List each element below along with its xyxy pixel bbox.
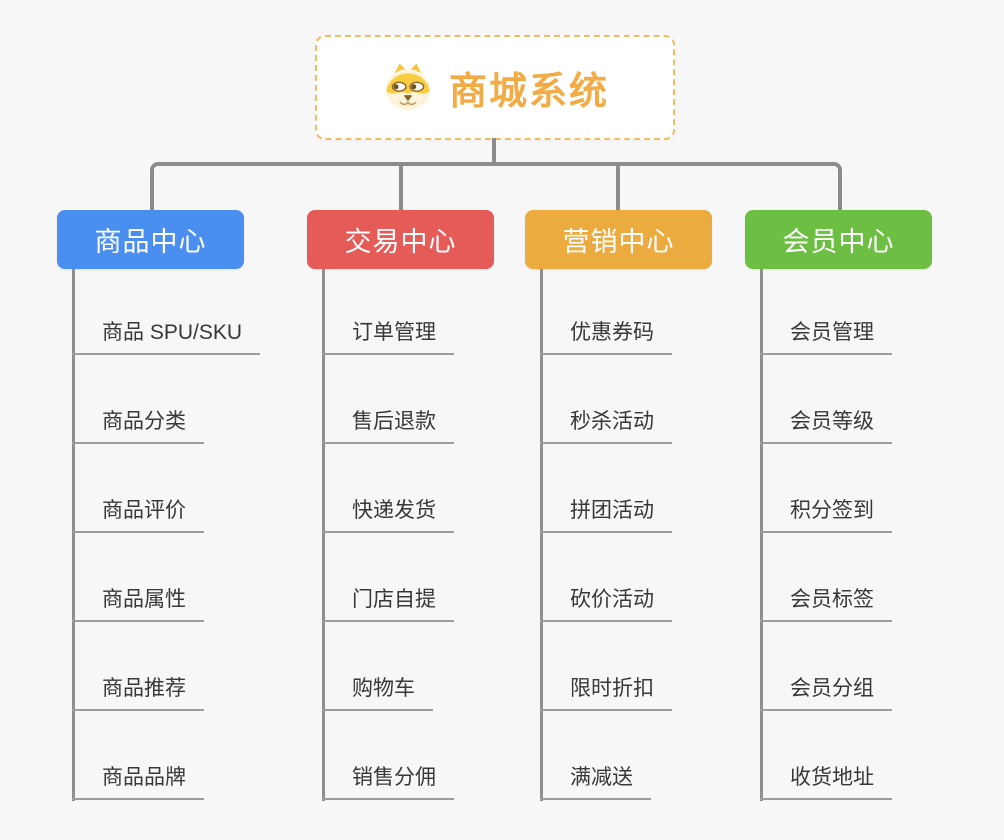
- leaf-item[interactable]: 商品品牌: [72, 765, 204, 800]
- leaf-item[interactable]: 满减送: [540, 765, 651, 800]
- connector-spine-member: [760, 269, 763, 801]
- leaf-item[interactable]: 商品评价: [72, 498, 204, 533]
- leaf-item[interactable]: 商品 SPU/SKU: [72, 320, 261, 355]
- leaf-item[interactable]: 积分签到: [760, 498, 892, 533]
- root-title: 商城系统: [448, 71, 609, 113]
- leaf-item[interactable]: 收货地址: [760, 765, 892, 800]
- connector-spine-product: [72, 269, 75, 801]
- branch-member-center[interactable]: 会员中心: [745, 210, 932, 269]
- connector-spine-trade: [322, 269, 325, 801]
- leaf-item[interactable]: 拼团活动: [540, 498, 672, 533]
- leaf-item[interactable]: 订单管理: [322, 320, 454, 355]
- leaf-item[interactable]: 砍价活动: [540, 587, 672, 622]
- leaf-item[interactable]: 商品分类: [72, 409, 204, 444]
- leaf-item[interactable]: 售后退款: [322, 409, 454, 444]
- leaf-item[interactable]: 会员分组: [760, 676, 892, 711]
- leaf-item[interactable]: 优惠券码: [540, 320, 672, 355]
- leaf-item[interactable]: 快递发货: [322, 498, 454, 533]
- leaf-item[interactable]: 商品属性: [72, 587, 204, 622]
- leaf-column-trade: 订单管理 售后退款 快递发货 门店自提 购物车 销售分佣: [322, 269, 454, 800]
- connector-drop-trade: [399, 164, 403, 210]
- leaf-item[interactable]: 商品推荐: [72, 676, 204, 711]
- connector-root-stem: [492, 138, 496, 166]
- connector-spine-marketing: [540, 269, 543, 801]
- leaf-item[interactable]: 购物车: [322, 676, 433, 711]
- leaf-column-marketing: 优惠券码 秒杀活动 拼团活动 砍价活动 限时折扣 满减送: [540, 269, 672, 800]
- leaf-column-product: 商品 SPU/SKU 商品分类 商品评价 商品属性 商品推荐 商品品牌: [72, 269, 261, 800]
- leaf-item[interactable]: 限时折扣: [540, 676, 672, 711]
- branch-marketing-center[interactable]: 营销中心: [525, 210, 712, 269]
- leaf-item[interactable]: 会员管理: [760, 320, 892, 355]
- leaf-column-member: 会员管理 会员等级 积分签到 会员标签 会员分组 收货地址: [760, 269, 892, 800]
- dog-face-icon: [386, 63, 430, 110]
- leaf-item[interactable]: 门店自提: [322, 587, 454, 622]
- leaf-item[interactable]: 会员等级: [760, 409, 892, 444]
- connector-drop-marketing: [616, 164, 620, 210]
- leaf-item[interactable]: 销售分佣: [322, 765, 454, 800]
- leaf-item[interactable]: 秒杀活动: [540, 409, 672, 444]
- root-node-mall-system[interactable]: 商城系统: [315, 35, 675, 140]
- leaf-item[interactable]: 会员标签: [760, 587, 892, 622]
- branch-product-center[interactable]: 商品中心: [57, 210, 244, 269]
- branch-trade-center[interactable]: 交易中心: [307, 210, 494, 269]
- connector-branch-rail: [150, 162, 842, 210]
